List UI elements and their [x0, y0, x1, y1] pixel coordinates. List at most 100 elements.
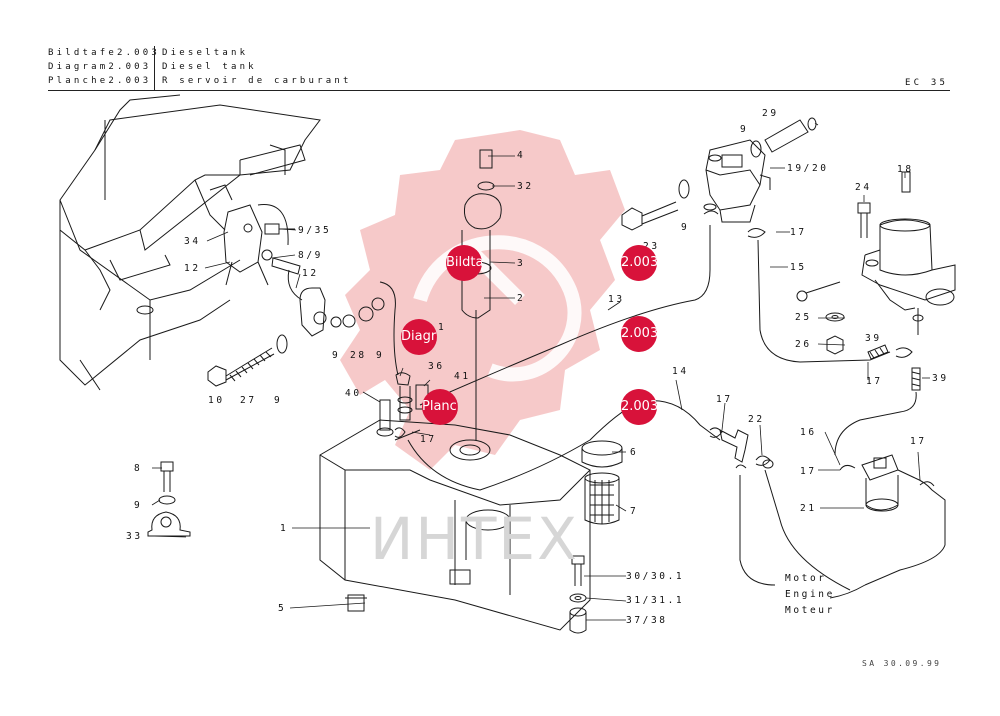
callout-36: 36 — [428, 361, 445, 372]
callout-34: 34 — [184, 236, 201, 247]
callout-24: 24 — [855, 182, 872, 193]
nipple-39-left — [867, 344, 913, 360]
callout-30: 30/30.1 — [626, 571, 685, 582]
header-code-en: Diagram2.003 — [48, 62, 152, 72]
callout-19-20: 19/20 — [787, 163, 829, 174]
callout-26: 26 — [795, 339, 812, 350]
header-title-fr: R servoir de carburant — [162, 76, 352, 86]
sleeve-29 — [750, 117, 817, 158]
pipe-clip-assembly — [287, 269, 385, 337]
callout-32: 32 — [517, 181, 534, 192]
hotspot-2003-a[interactable]: 2.003 — [621, 245, 657, 281]
bolt-23 — [621, 179, 690, 231]
clamp-33 — [147, 461, 191, 537]
callout-5: 5 — [278, 603, 287, 614]
callout-13: 13 — [608, 294, 625, 305]
fuel-line-14 — [407, 400, 721, 491]
callout-28: 28 — [350, 350, 367, 361]
header-code-fr: Planche2.003 — [48, 76, 152, 86]
callout-17-filter: 17 — [790, 227, 807, 238]
callout-17-sep-right: 17 — [910, 436, 927, 447]
callout-17-tee: 17 — [716, 394, 733, 405]
callout-17-pump: 17 — [866, 376, 883, 387]
callout-12-right: 12 — [302, 268, 319, 279]
callout-16: 16 — [800, 427, 817, 438]
filler-pipe-2 — [460, 149, 502, 440]
callout-17-tank: 17 — [420, 434, 437, 445]
callout-12-left: 12 — [184, 263, 201, 274]
callout-9-clamp: 9 — [134, 500, 143, 511]
callout-25: 25 — [795, 312, 812, 323]
hotspot-2003-c[interactable]: 2.003 — [621, 389, 657, 425]
hotspot-bildtafel[interactable]: Bildtafe2.003 — [446, 245, 482, 281]
bolt-24 — [857, 202, 871, 238]
callout-10: 10 — [208, 395, 225, 406]
callout-17-sep: 17 — [800, 466, 817, 477]
header-title-en: Diesel tank — [162, 62, 257, 72]
callout-8: 8 — [134, 463, 143, 474]
watermark-logo — [340, 130, 625, 470]
engine-label-fr: Moteur — [785, 605, 835, 616]
callout-1-tank: 1 — [280, 523, 289, 534]
cable-lug — [796, 281, 841, 302]
nut-26 — [826, 335, 844, 355]
callout-21: 21 — [800, 503, 817, 514]
fuel-line-13 — [379, 225, 711, 406]
tee-fitting — [709, 427, 774, 469]
hotspot-2003-b[interactable]: 2.003 — [621, 316, 657, 352]
callout-7: 7 — [630, 506, 639, 517]
callout-22: 22 — [748, 414, 765, 425]
callout-27: 27 — [240, 395, 257, 406]
watermark-text: ИНТЕХ — [370, 505, 579, 573]
callout-15: 15 — [790, 262, 807, 273]
machine-frame — [59, 94, 321, 391]
fuel-line-16 — [834, 391, 917, 456]
header-divider — [154, 46, 155, 90]
callout-33: 33 — [126, 531, 143, 542]
footer-date: SA 30.09.99 — [862, 659, 942, 668]
water-separator-21 — [839, 454, 946, 586]
bolt-27 — [207, 334, 288, 387]
callout-23: 23 — [643, 241, 660, 252]
callout-18: 18 — [897, 164, 914, 175]
callout-6: 6 — [630, 447, 639, 458]
callout-14: 14 — [672, 366, 689, 377]
callout-9-35: 9/35 — [298, 225, 332, 236]
washer-25 — [825, 312, 845, 322]
hotspot-diagram[interactable]: Diagram2.003 — [401, 319, 437, 355]
strainer-6-7 — [581, 440, 623, 525]
callout-4: 4 — [517, 150, 526, 161]
engine-lines — [739, 469, 866, 599]
leader-lines — [149, 122, 930, 621]
fuel-line-15 — [757, 239, 891, 363]
filter-head-19-20 — [703, 139, 771, 223]
callout-9-bolt: 9 — [274, 395, 283, 406]
callout-37-38: 37/38 — [626, 615, 668, 626]
callout-9-clip-a: 9 — [332, 350, 341, 361]
callout-9-bolt23: 9 — [681, 222, 690, 233]
hotspot-planche[interactable]: Planche2.003 — [422, 389, 458, 425]
header-rule — [48, 90, 950, 91]
nipple-39-right — [911, 367, 921, 391]
callout-3: 3 — [517, 258, 526, 269]
callout-1-top: 1 — [438, 322, 447, 333]
callout-9-clip-b: 9 — [376, 350, 385, 361]
callout-2: 2 — [517, 293, 526, 304]
callout-40: 40 — [345, 388, 362, 399]
engine-label-en: Engine — [785, 589, 835, 600]
bracket-34 — [223, 204, 289, 286]
callout-41: 41 — [454, 371, 471, 382]
callout-8-9: 8/9 — [298, 250, 323, 261]
callout-39-right: 39 — [932, 373, 949, 384]
engine-label-de: Motor — [785, 573, 827, 584]
callout-29: 29 — [762, 108, 779, 119]
fuel-pump-18 — [861, 171, 956, 335]
header-code-de: Bildtafe2.003 — [48, 48, 161, 58]
callout-39-left: 39 — [865, 333, 882, 344]
callout-31: 31/31.1 — [626, 595, 685, 606]
header-model: EC 35 — [905, 78, 949, 88]
clip-17-upper — [703, 210, 766, 238]
callout-9-sleeve: 9 — [740, 124, 749, 135]
